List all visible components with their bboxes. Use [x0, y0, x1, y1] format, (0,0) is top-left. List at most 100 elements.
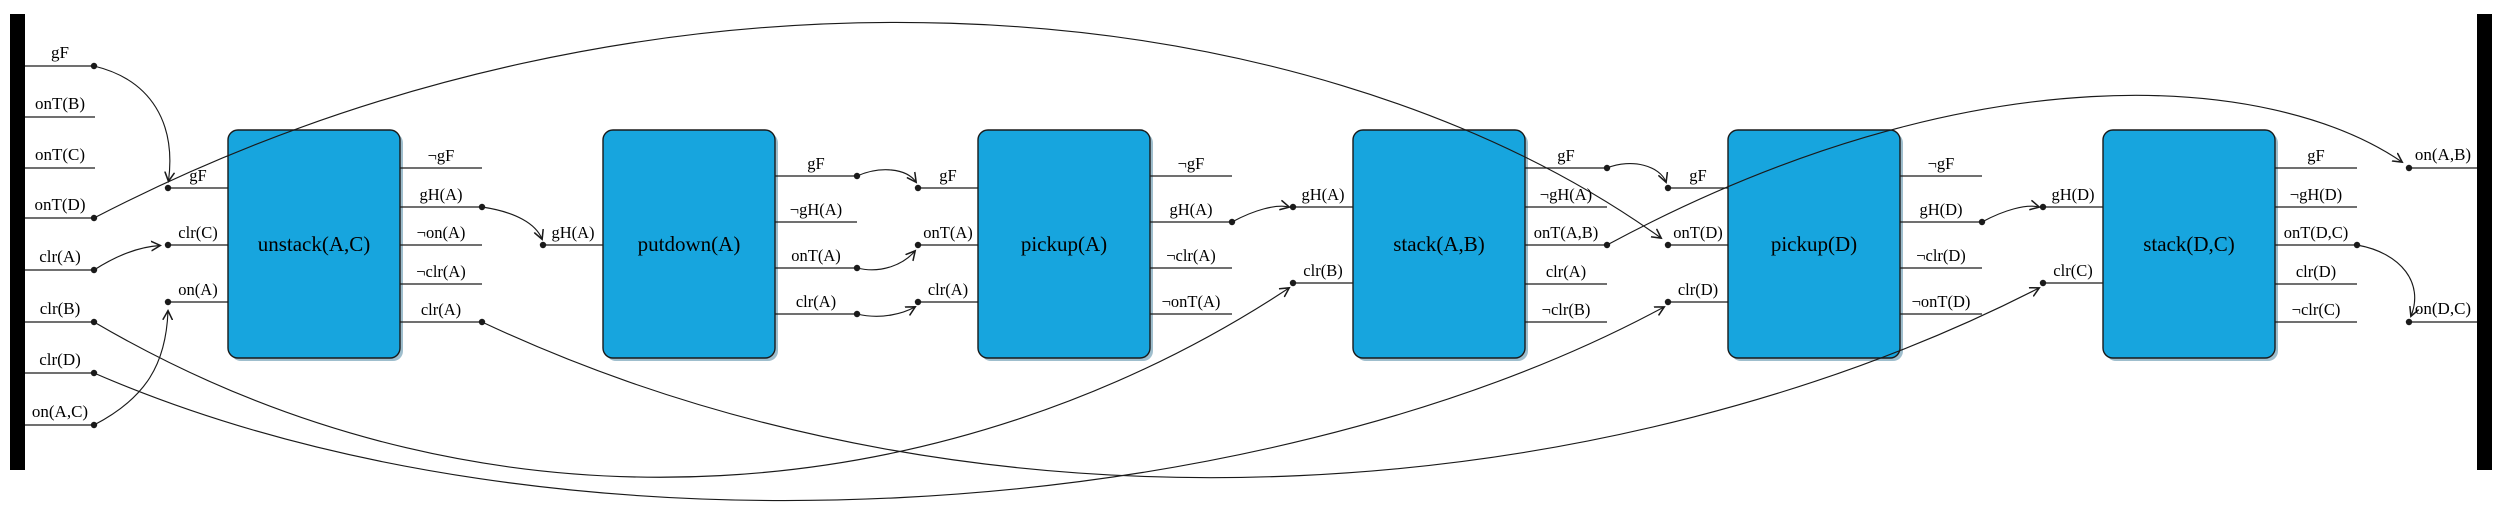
output-port-label-putdown-a-clr-a: clr(A): [796, 292, 836, 311]
input-port-label-pickup-a-ont-a: onT(A): [923, 223, 972, 242]
connector-dot: [914, 241, 922, 249]
connector-dot: [853, 172, 861, 180]
connector-dot: [853, 310, 861, 318]
output-port-label-putdown-a-gh-a: ¬gH(A): [790, 200, 842, 219]
output-port-label-stack-d-c-clr-d: clr(D): [2296, 262, 2336, 281]
connector-dot: [1978, 218, 1986, 226]
input-port-label-unstack-a-c-on-a: on(A): [178, 280, 217, 299]
edge-pickup-a-out-gh-a-to-stack-a-b-in-gh-a: [1231, 206, 1289, 223]
edge-initial-clr-a-to-unstack-a-c-in-clr-c: [93, 246, 160, 271]
output-port-label-unstack-a-c-clr-a: clr(A): [421, 300, 461, 319]
input-port-label-stack-d-c-clr-c: clr(C): [2053, 261, 2092, 280]
connector-dot: [90, 369, 98, 377]
output-port-label-stack-a-b-clr-a: clr(A): [1546, 262, 1586, 281]
output-port-label-stack-a-b-gf: gF: [1557, 146, 1574, 165]
action-box-stack-a-b: [1352, 129, 1526, 359]
input-port-label-stack-a-b-clr-b: clr(B): [1303, 261, 1342, 280]
connector-dot: [2353, 241, 2361, 249]
output-port-label-pickup-a-gh-a: gH(A): [1169, 200, 1212, 219]
edge-initial-ont-d-to-pickup-d-in-ont-d: [93, 21, 1661, 238]
connector-dot: [914, 184, 922, 192]
edge-initial-on-a-c-to-unstack-a-c-in-on-a: [93, 311, 168, 426]
action-title-pickup-a: pickup(A): [1021, 232, 1107, 256]
connector-dot: [164, 298, 172, 306]
edge-initial-gf-to-unstack-a-c-in-gf: [93, 65, 170, 181]
edge-putdown-a-out-gf-to-pickup-a-in-gf: [856, 169, 916, 182]
edge-initial-clr-b-to-stack-a-b-in-clr-b: [93, 288, 1289, 478]
connector-dot: [539, 241, 547, 249]
action-title-stack-d-c: stack(D,C): [2143, 232, 2235, 256]
input-port-label-pickup-a-gf: gF: [939, 166, 956, 185]
action-title-putdown-a: putdown(A): [638, 232, 741, 256]
fact-label-initial-state-clr-b: clr(B): [40, 299, 81, 318]
connector-dot: [2039, 203, 2047, 211]
connector-dot: [90, 318, 98, 326]
output-port-label-pickup-d-gf: ¬gF: [1928, 154, 1955, 173]
fact-label-initial-state-ont-d: onT(D): [35, 195, 86, 214]
connector-dot: [1289, 203, 1297, 211]
goal-state-wall: [2477, 14, 2492, 470]
fact-label-initial-state-gf: gF: [51, 43, 69, 62]
input-port-label-putdown-a-gh-a: gH(A): [551, 223, 594, 242]
action-box-pickup-d: [1727, 129, 1901, 359]
connector-dot: [164, 241, 172, 249]
fact-label-initial-state-ont-c: onT(C): [35, 145, 85, 164]
fact-label-initial-state-clr-d: clr(D): [39, 350, 81, 369]
action-box-unstack-a-c: [227, 129, 401, 359]
fact-label-goal-state-on-a-b: on(A,B): [2415, 145, 2471, 164]
output-port-label-unstack-a-c-clr-a: ¬clr(A): [416, 262, 466, 281]
input-port-label-stack-a-b-gh-a: gH(A): [1301, 185, 1344, 204]
action-box-stack-d-c: [2102, 129, 2276, 359]
output-port-label-pickup-d-gh-d: gH(D): [1919, 200, 1962, 219]
connector-dot: [1664, 184, 1672, 192]
initial-state-wall: [10, 14, 25, 470]
edge-pickup-d-out-gh-d-to-stack-d-c-in-gh-d: [1981, 206, 2039, 223]
action-box-putdown-a: [602, 129, 776, 359]
connector-dot: [90, 62, 98, 70]
output-port-label-unstack-a-c-gf: ¬gF: [428, 146, 455, 165]
connector-dot: [90, 214, 98, 222]
output-port-label-stack-d-c-gh-d: ¬gH(D): [2290, 185, 2342, 204]
connector-dot: [2405, 164, 2413, 172]
connector-dot: [478, 318, 486, 326]
input-port-label-pickup-d-gf: gF: [1689, 166, 1706, 185]
fact-label-initial-state-ont-b: onT(B): [35, 94, 85, 113]
output-port-label-unstack-a-c-gh-a: gH(A): [419, 185, 462, 204]
output-port-label-stack-a-b-ont-a-b: onT(A,B): [1534, 223, 1599, 242]
connector-dot: [1664, 241, 1672, 249]
connector-dot: [2039, 279, 2047, 287]
connector-dot: [478, 203, 486, 211]
edge-putdown-a-out-clr-a-to-pickup-a-in-clr-a: [856, 307, 915, 317]
output-port-label-stack-d-c-ont-d-c: onT(D,C): [2284, 223, 2349, 242]
output-port-label-stack-a-b-clr-b: ¬clr(B): [1542, 300, 1591, 319]
connector-dot: [1228, 218, 1236, 226]
output-port-label-pickup-a-clr-a: ¬clr(A): [1166, 246, 1216, 265]
output-port-label-stack-d-c-clr-c: ¬clr(C): [2292, 300, 2341, 319]
output-port-label-pickup-d-ont-d: ¬onT(D): [1912, 292, 1971, 311]
edge-unstack-a-c-out-clr-a-to-stack-d-c-in-clr-c: [481, 288, 2039, 479]
output-port-label-pickup-a-ont-a: ¬onT(A): [1162, 292, 1221, 311]
connector-dot: [1289, 279, 1297, 287]
connector-dot: [1603, 241, 1611, 249]
edge-stack-a-b-out-gf-to-pickup-d-in-gf: [1606, 163, 1666, 182]
input-port-label-pickup-d-ont-d: onT(D): [1673, 223, 1722, 242]
connector-dot: [914, 298, 922, 306]
edge-putdown-a-out-ont-a-to-pickup-a-in-ont-a: [856, 251, 915, 271]
connector-dot: [853, 264, 861, 272]
fact-label-initial-state-on-a-c: on(A,C): [32, 402, 88, 421]
edge-stack-a-b-out-ont-a-b-to-goal-on-a-b: [1606, 94, 2402, 246]
connector-dot: [90, 266, 98, 274]
edge-unstack-a-c-out-gh-a-to-putdown-a-in-gh-a: [481, 206, 542, 239]
connector-dot: [1664, 298, 1672, 306]
input-port-label-stack-d-c-gh-d: gH(D): [2051, 185, 2094, 204]
input-port-label-unstack-a-c-clr-c: clr(C): [178, 223, 217, 242]
connector-dot: [90, 421, 98, 429]
fact-label-initial-state-clr-a: clr(A): [39, 247, 81, 266]
input-port-label-unstack-a-c-gf: gF: [189, 166, 206, 185]
output-port-label-pickup-a-gf: ¬gF: [1178, 154, 1205, 173]
output-port-label-pickup-d-clr-d: ¬clr(D): [1916, 246, 1966, 265]
output-port-label-putdown-a-gf: gF: [807, 154, 824, 173]
action-title-pickup-d: pickup(D): [1771, 232, 1857, 256]
